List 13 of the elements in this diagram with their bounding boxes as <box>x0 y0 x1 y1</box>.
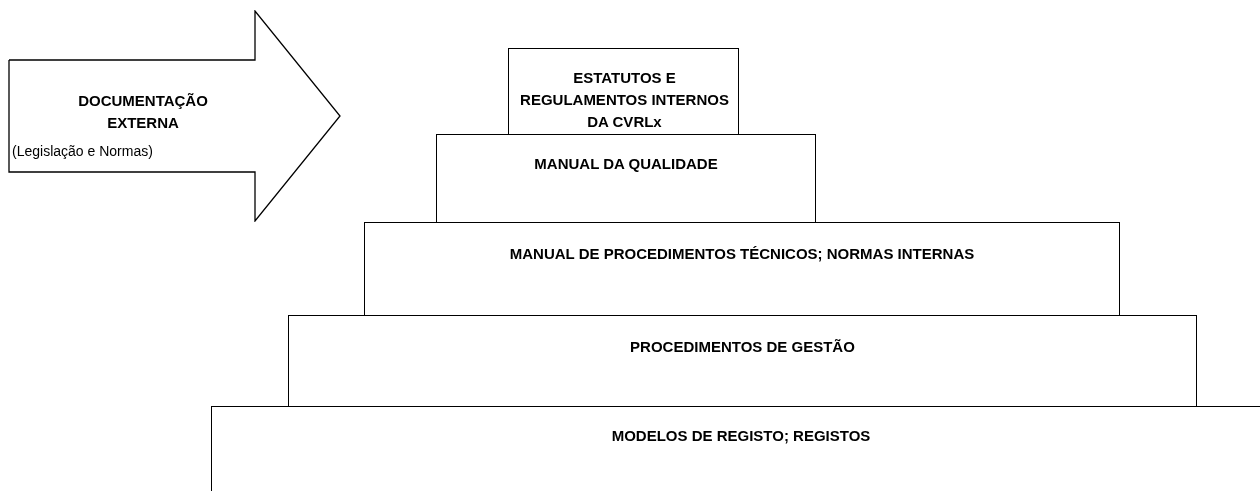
pyramid-level <box>508 48 739 136</box>
level-label: MANUAL DE PROCEDIMENTOS TÉCNICOS; NORMAS INTERNAS <box>508 244 976 264</box>
title-text: DOCUMENTAÇÃO EXTERNA <box>77 91 209 133</box>
level-label: MANUAL DA QUALIDADE <box>533 154 719 174</box>
pyramid-level <box>211 406 1260 491</box>
level-label: ESTATUTOS E REGULAMENTOS INTERNOS DA CVRLx <box>519 68 730 132</box>
pyramid-level <box>364 222 1120 316</box>
pyramid-level <box>288 315 1197 407</box>
level-label: MODELOS DE REGISTO; REGISTOS <box>610 426 872 446</box>
subtitle-text: (Legislação e Normas) <box>12 142 154 161</box>
level-label: PROCEDIMENTOS DE GESTÃO <box>629 337 856 357</box>
pyramid-level <box>436 134 816 223</box>
block-arrow <box>8 10 342 222</box>
